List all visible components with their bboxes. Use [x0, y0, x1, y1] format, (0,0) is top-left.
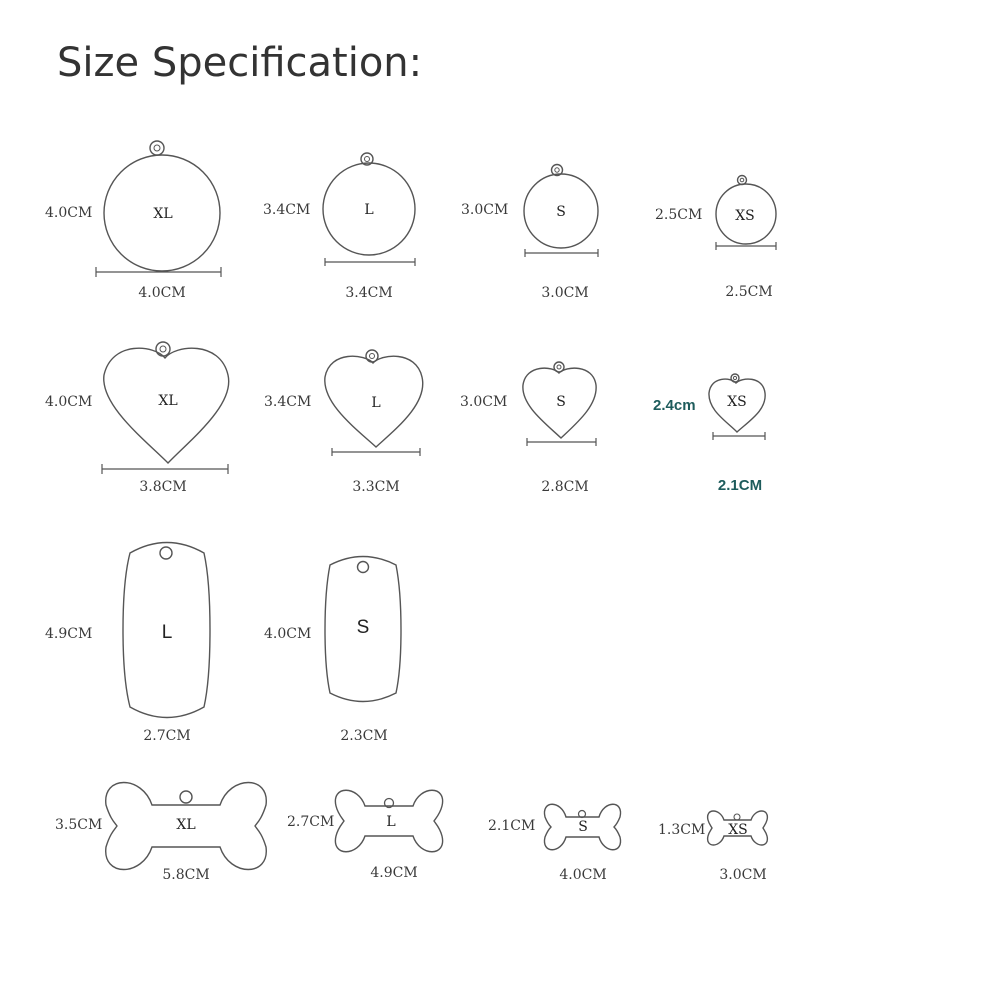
- dogtag-outline: [122, 541, 211, 719]
- width-label: 3.0CM: [541, 285, 588, 301]
- dogtag-s: S 4.0CM 2.3CM: [264, 555, 402, 744]
- height-label: 2.7CM: [287, 814, 334, 830]
- ring-hole-icon: [364, 156, 370, 162]
- bone-tag-l: L 2.7CM 4.9CM: [287, 789, 444, 881]
- height-label: 3.5CM: [55, 817, 102, 833]
- height-label: 3.4CM: [264, 394, 311, 410]
- ring-hole-icon: [554, 167, 560, 173]
- bone-tag-outline: [706, 810, 769, 846]
- heart-tag-s: S 3.0CM 2.8CM: [460, 361, 597, 495]
- height-label: 2.4cm: [653, 397, 696, 414]
- size-label: L: [371, 395, 380, 411]
- bone-tag-outline: [334, 789, 444, 853]
- size-label: L: [162, 622, 173, 643]
- width-label: 2.1CM: [718, 477, 762, 494]
- size-label: L: [386, 814, 395, 830]
- ring-hole-icon: [739, 177, 745, 183]
- heart-tag-l: L 3.4CM 3.3CM: [264, 349, 424, 495]
- size-label: XL: [158, 393, 177, 409]
- round-tag-l: L 3.4CM 3.4CM: [263, 152, 416, 301]
- size-label: XS: [728, 822, 748, 838]
- size-label: S: [357, 617, 370, 638]
- round-tag-outline: [715, 183, 777, 245]
- height-label: 4.9CM: [45, 626, 92, 642]
- ring-hole-icon: [153, 144, 161, 152]
- width-label: 3.8CM: [139, 479, 186, 495]
- round-tag-xs: XS 2.5CM 2.5CM: [655, 174, 777, 300]
- width-label: 4.0CM: [138, 285, 185, 301]
- dogtag-outline: [324, 555, 402, 703]
- heart-tag-outline: [522, 367, 597, 439]
- width-label: 2.7CM: [143, 728, 190, 744]
- heart-tag-outline: [324, 355, 424, 448]
- round-tag-outline: [523, 173, 599, 249]
- width-label: 3.4CM: [345, 285, 392, 301]
- bone-tag-s: S 2.1CM 4.0CM: [488, 803, 622, 883]
- heart-tag-xl: XL 4.0CM 3.8CM: [45, 341, 230, 495]
- round-tag-xl: XL 4.0CM 4.0CM: [45, 140, 222, 301]
- ring-hole-icon: [556, 364, 562, 370]
- width-label: 4.0CM: [559, 867, 606, 883]
- hanging-hole-icon: [179, 790, 193, 804]
- size-label: XS: [727, 394, 747, 410]
- width-label: 3.3CM: [352, 479, 399, 495]
- height-label: 4.0CM: [45, 394, 92, 410]
- round-tag-s: S 3.0CM 3.0CM: [461, 163, 599, 301]
- size-label: XS: [735, 208, 755, 224]
- heart-tag-xs: XS 2.4cm 2.1CM: [653, 373, 766, 494]
- hanging-hole-icon: [733, 813, 741, 821]
- round-tag-outline: [103, 154, 221, 272]
- hanging-hole-icon: [356, 560, 370, 574]
- height-label: 3.4CM: [263, 202, 310, 218]
- round-tag-outline: [322, 162, 416, 256]
- height-label: 4.0CM: [45, 205, 92, 221]
- hanging-hole-icon: [383, 797, 395, 809]
- size-label: L: [364, 202, 373, 218]
- heart-tag-outline: [708, 378, 766, 433]
- height-label: 1.3CM: [658, 822, 705, 838]
- width-label: 5.8CM: [162, 867, 209, 883]
- bone-tag-xs: XS 1.3CM 3.0CM: [658, 810, 769, 883]
- hanging-hole-icon: [159, 546, 173, 560]
- size-label: S: [578, 819, 588, 835]
- width-label: 3.0CM: [719, 867, 766, 883]
- height-label: 2.5CM: [655, 207, 702, 223]
- size-label: XL: [176, 817, 195, 833]
- size-label: S: [556, 394, 566, 410]
- size-label: XL: [153, 206, 172, 222]
- bone-tag-xl: XL 3.5CM 5.8CM: [55, 781, 267, 883]
- bone-tag-outline: [543, 803, 622, 851]
- height-label: 3.0CM: [460, 394, 507, 410]
- width-label: 2.3CM: [340, 728, 387, 744]
- ring-hole-icon: [732, 375, 738, 381]
- dogtag-l: L 4.9CM 2.7CM: [45, 541, 211, 744]
- height-label: 3.0CM: [461, 202, 508, 218]
- ring-hole-icon: [369, 353, 375, 359]
- width-label: 4.9CM: [370, 865, 417, 881]
- height-label: 2.1CM: [488, 818, 535, 834]
- size-label: S: [556, 204, 566, 220]
- hanging-hole-icon: [577, 809, 587, 819]
- height-label: 4.0CM: [264, 626, 311, 642]
- page-title: Size Specification:: [57, 40, 422, 86]
- bone-tag-outline: [105, 781, 267, 871]
- ring-hole-icon: [159, 345, 167, 353]
- heart-tag-outline: [103, 347, 230, 465]
- width-label: 2.8CM: [541, 479, 588, 495]
- width-label: 2.5CM: [725, 284, 772, 300]
